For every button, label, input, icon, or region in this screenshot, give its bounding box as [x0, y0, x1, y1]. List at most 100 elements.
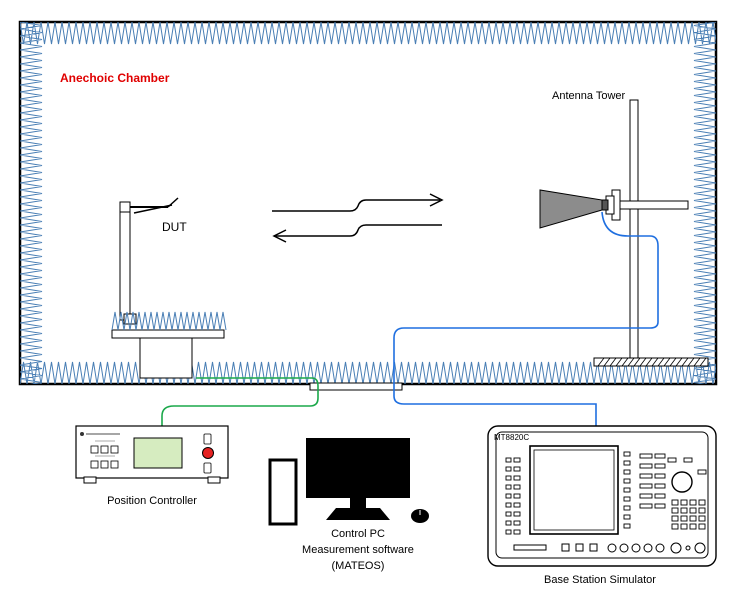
- sim-func-key: [639, 503, 653, 509]
- sim-soft-key: [623, 451, 631, 457]
- sim-side-key: [513, 475, 521, 481]
- sim-keypad-key: [671, 507, 679, 514]
- absorber-cones: [20, 22, 716, 384]
- sim-side-key: [513, 511, 521, 517]
- sim-keypad-key: [698, 499, 706, 506]
- sim-port: [575, 543, 584, 552]
- sim-side-key: [513, 529, 521, 535]
- mouse-icon: [411, 509, 429, 523]
- sim-func-key: [639, 463, 653, 469]
- sim-small-key: [667, 457, 677, 463]
- sim-keypad-key: [698, 523, 706, 530]
- sim-side-key: [505, 511, 512, 517]
- sim-side-key: [513, 466, 521, 472]
- tower-base-hatch: [597, 357, 707, 367]
- controller-lcd: [133, 437, 183, 469]
- sim-keypad-key: [671, 523, 679, 530]
- dut-label: DUT: [162, 220, 187, 234]
- sim-side-key: [505, 493, 512, 499]
- sim-side-key: [513, 520, 521, 526]
- sim-side-key: [513, 493, 521, 499]
- sim-keypad-key: [671, 515, 679, 522]
- sim-port: [655, 543, 665, 553]
- base-station-simulator: [487, 425, 717, 567]
- sim-keypad-key: [689, 515, 697, 522]
- sim-soft-key: [623, 505, 631, 511]
- simulator-dial: [671, 471, 693, 493]
- sim-func-key: [639, 473, 653, 479]
- controller-red-knob: [202, 447, 214, 459]
- sim-soft-key: [623, 496, 631, 502]
- feedthrough-panel: [309, 382, 403, 391]
- sim-side-key: [505, 529, 512, 535]
- sim-port: [619, 543, 629, 553]
- sim-keypad-key: [689, 499, 697, 506]
- sim-func-key: [654, 483, 666, 489]
- sim-keypad-key: [680, 515, 688, 522]
- sim-port: [670, 542, 682, 554]
- sim-soft-key: [623, 478, 631, 484]
- sim-soft-key: [623, 487, 631, 493]
- sim-func-key: [654, 463, 666, 469]
- sim-soft-key: [623, 460, 631, 466]
- sim-side-key: [505, 466, 512, 472]
- sim-port: [685, 545, 691, 551]
- dut-positioner: [111, 197, 225, 379]
- sim-port: [589, 543, 598, 552]
- sim-side-key: [505, 457, 512, 463]
- sim-side-key: [513, 457, 521, 463]
- blue-rf-cable: [393, 211, 659, 426]
- sim-keypad-key: [680, 507, 688, 514]
- sim-small-key: [683, 457, 693, 463]
- sim-side-key: [513, 484, 521, 490]
- sim-port: [694, 542, 706, 554]
- sim-func-key: [654, 473, 666, 479]
- sim-func-key: [639, 483, 653, 489]
- simulator-model-label: MT8820C: [494, 433, 529, 442]
- sim-func-key: [654, 503, 666, 509]
- base-station-label: Base Station Simulator: [544, 574, 656, 586]
- sim-keypad-key: [698, 515, 706, 522]
- position-controller: [75, 425, 229, 484]
- chamber-label: Anechoic Chamber: [60, 71, 170, 85]
- control-pc: [268, 438, 429, 526]
- antenna-tower: [539, 99, 709, 367]
- sim-side-key: [505, 502, 512, 508]
- sim-func-key: [654, 493, 666, 499]
- sim-keypad-key: [680, 523, 688, 530]
- sim-small-key: [697, 469, 707, 475]
- sim-func-key: [639, 493, 653, 499]
- sim-side-key: [505, 475, 512, 481]
- green-control-cable: [161, 377, 319, 428]
- control-pc-label-3: (MATEOS): [332, 560, 385, 572]
- sim-port: [561, 543, 570, 552]
- sim-side-key: [505, 520, 512, 526]
- sim-side-key: [505, 484, 512, 490]
- sim-keypad-key: [689, 523, 697, 530]
- sim-func-key: [639, 453, 653, 459]
- sim-port: [607, 543, 617, 553]
- pc-tower: [268, 458, 298, 526]
- antenna-tower-label: Antenna Tower: [552, 90, 626, 102]
- position-controller-label: Position Controller: [107, 495, 197, 507]
- sim-keypad-key: [689, 507, 697, 514]
- sim-port: [631, 543, 641, 553]
- control-pc-label-1: Control PC: [331, 528, 385, 540]
- absorber-spikes: [20, 22, 716, 384]
- turntable-spikes: [111, 311, 227, 331]
- sim-keypad-key: [698, 507, 706, 514]
- control-pc-label-2: Measurement software: [302, 544, 414, 556]
- sim-keypad-key: [680, 499, 688, 506]
- simulator-screen: [529, 445, 619, 535]
- sim-soft-key: [623, 514, 631, 520]
- turntable-absorbers: [111, 311, 227, 331]
- sim-soft-key: [623, 469, 631, 475]
- sim-soft-key: [623, 523, 631, 529]
- sim-side-key: [513, 502, 521, 508]
- sim-keypad-key: [671, 499, 679, 506]
- sim-port: [643, 543, 653, 553]
- signal-arrows: [272, 193, 444, 243]
- sim-func-key: [654, 453, 666, 459]
